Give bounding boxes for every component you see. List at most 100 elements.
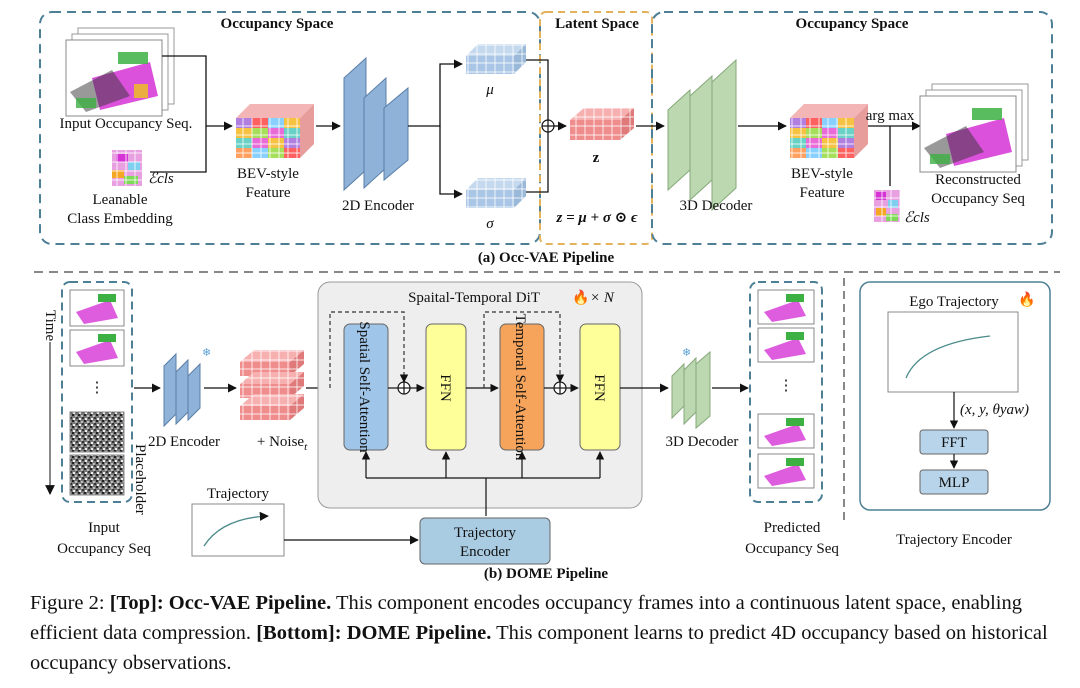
fft-label: FFT	[941, 435, 967, 451]
encoder-2d-bottom	[163, 352, 201, 428]
ecls-label-top: ℰcls	[148, 171, 174, 187]
pred-seq-label-2: Occupancy Seq	[745, 541, 839, 557]
input-frames-ellipsis: ⋮	[90, 380, 105, 396]
dit-title: Spaital-Temporal DiT	[408, 290, 540, 306]
argmax-label: arg max	[866, 108, 915, 124]
diagram-canvas: Occupancy Space Latent Space Occupancy S…	[34, 11, 1060, 582]
predicted-frames-frame	[749, 281, 823, 503]
pred-frame-2	[757, 327, 815, 363]
trajectory-encoder-label-1: Trajectory	[454, 525, 516, 541]
noise-label: + Noiset	[257, 434, 308, 453]
input-frame-2	[69, 329, 125, 367]
temporal-attention-label: Temporal Self-Attention	[512, 314, 528, 461]
reconstructed-label-1: Reconstructed	[935, 172, 1021, 188]
decoder-3d-top-label: 3D Decoder	[680, 198, 753, 214]
bev-feature-label-1: BEV-style	[237, 166, 299, 182]
reconstructed-label-2: Occupancy Seq	[931, 191, 1025, 207]
caption-top-tag: [Top]: Occ-VAE Pipeline.	[109, 592, 332, 614]
sigma-label: σ	[486, 216, 494, 232]
encoder-2d-top	[343, 56, 409, 192]
skip-connection-2	[483, 311, 565, 388]
ego-trajectory-plot	[887, 311, 1019, 393]
bev-feature-right-label-1: BEV-style	[791, 166, 853, 182]
caption-bottom-tag: [Bottom]: DOME Pipeline.	[256, 622, 492, 644]
fire-icon-panel: 🔥	[1018, 291, 1035, 308]
latent-space-frame	[539, 11, 653, 245]
class-embedding-label-1: Leanable	[93, 192, 148, 208]
ego-trajectory-curve	[905, 335, 991, 379]
frozen-icon-decoder: ❄	[682, 347, 691, 359]
input-occupancy-label: Input Occupancy Seq.	[60, 116, 193, 132]
z-label: z	[593, 150, 600, 166]
occupancy-space-title-left: Occupancy Space	[221, 16, 334, 32]
dome-pipeline-label: (b) DOME Pipeline	[484, 566, 609, 582]
skip-connection-1	[329, 311, 409, 388]
spatial-attention-label: Spatial Self-Attention	[356, 321, 372, 453]
fire-icon-dit: 🔥	[572, 289, 589, 306]
encoder-2d-bottom-label: 2D Encoder	[148, 434, 220, 450]
figure-caption: Figure 2: [Top]: Occ-VAE Pipeline. This …	[30, 588, 1060, 678]
pred-frame-4	[757, 453, 815, 489]
sum-node-1	[397, 381, 411, 395]
decoder-3d-bottom-label: 3D Decoder	[666, 434, 739, 450]
pred-frame-3	[757, 413, 815, 449]
ffn-block-1	[425, 323, 467, 451]
time-label: Time	[42, 310, 58, 341]
ecls-label-right: ℰcls	[904, 210, 930, 226]
mlp-label: MLP	[939, 475, 970, 491]
trajectory-input-label: Trajectory	[207, 486, 269, 502]
pred-seq-label-1: Predicted	[764, 520, 821, 536]
mu-cube	[466, 44, 526, 74]
input-seq-label-1: Input	[88, 520, 120, 536]
spatial-attention-block	[343, 323, 389, 451]
z-cube	[570, 108, 634, 140]
trajectory-encoder-box	[419, 517, 551, 565]
latent-space-title: Latent Space	[555, 16, 639, 32]
trajectory-plot	[191, 503, 285, 557]
input-occupancy-stack	[65, 27, 175, 117]
caption-bottom-text: This component learns to predict 4D occu…	[30, 622, 1048, 674]
ffn-label-1: FFN	[437, 374, 453, 402]
ffn-block-2	[579, 323, 621, 451]
noise-frame-2	[69, 454, 125, 496]
trajectory-encoder-label-2: Encoder	[460, 544, 510, 560]
occupancy-space-frame-left	[39, 11, 541, 245]
encoder-2d-top-label: 2D Encoder	[342, 198, 414, 214]
caption-figure: Figure 2:	[30, 592, 110, 614]
decoder-3d-bottom	[671, 350, 711, 430]
ego-trajectory-label: Ego Trajectory	[909, 294, 999, 310]
class-embedding-icon-right	[874, 190, 900, 222]
trajectory-encoder-panel-label: Trajectory Encoder	[896, 532, 1012, 548]
pred-frames-ellipsis: ⋮	[779, 378, 794, 394]
input-frame-1	[69, 289, 125, 327]
caption-top-text: This component encodes occupancy frames …	[30, 592, 1022, 644]
mu-label: μ	[485, 82, 494, 98]
class-embedding-icon	[112, 150, 142, 186]
trajectory-curve	[203, 511, 269, 547]
ego-coords-label: (x, y, θyaw)	[960, 402, 1029, 418]
placeholder-label: Placeholder	[132, 444, 148, 515]
input-frames-frame	[61, 281, 133, 503]
connector-mu-to-sum	[526, 59, 549, 120]
connector-input-to-bev	[150, 55, 207, 173]
mlp-box	[919, 469, 989, 495]
occupancy-space-frame-right	[651, 11, 1053, 245]
noise-frame-1	[69, 411, 125, 453]
bev-feature-cube-top	[236, 104, 314, 158]
sum-node-2	[553, 381, 567, 395]
reconstructed-occupancy-stack	[919, 83, 1029, 173]
times-n-label: × N	[590, 290, 615, 306]
ffn-label-2: FFN	[591, 374, 607, 402]
occ-vae-pipeline-label: (a) Occ-VAE Pipeline	[478, 250, 615, 266]
dit-container	[317, 281, 643, 509]
noisy-latent-stack	[240, 350, 304, 420]
occupancy-space-title-right: Occupancy Space	[796, 16, 909, 32]
reparam-equation: z = μ + σ ⊙ ϵ	[556, 210, 638, 226]
connector-encoder-split-2	[439, 126, 463, 199]
decoder-3d-top	[667, 58, 737, 212]
bev-feature-right-label-2: Feature	[800, 185, 845, 201]
trajectory-encoder-panel	[859, 281, 1051, 511]
connector-encoder-split	[408, 59, 463, 127]
pred-frame-1	[757, 289, 815, 325]
class-embedding-label-2: Class Embedding	[67, 211, 173, 227]
